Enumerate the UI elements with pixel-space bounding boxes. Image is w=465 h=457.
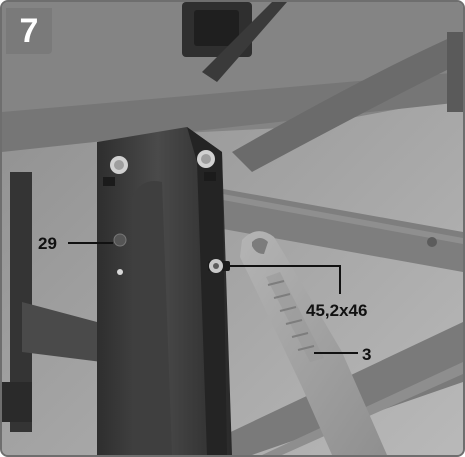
callout-part-3: 3 — [362, 345, 372, 364]
step-number-badge: 7 — [6, 8, 52, 54]
callout-screw-spec: 45,2x46 — [306, 301, 368, 320]
callout-part-29: 29 — [38, 234, 57, 253]
